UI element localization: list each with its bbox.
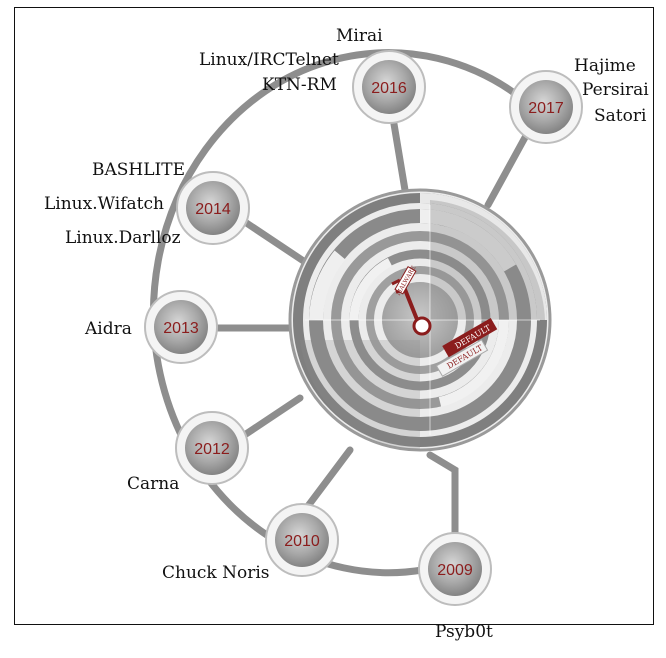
family-label-satori: Satori bbox=[594, 106, 647, 126]
family-label-bashlite: BASHLITE bbox=[92, 160, 185, 180]
family-label-ktn-rm: KTN-RM bbox=[262, 75, 337, 95]
year-node-2012: 2012 bbox=[175, 411, 249, 485]
year-node-2009: 2009 bbox=[418, 532, 492, 606]
family-label-linux-darlloz: Linux.Darlloz bbox=[65, 228, 181, 248]
spokes bbox=[208, 114, 532, 549]
spoke-2009 bbox=[426, 451, 459, 549]
family-label-mirai: Mirai bbox=[336, 26, 383, 46]
year-label: 2016 bbox=[371, 80, 407, 97]
family-label-carna: Carna bbox=[127, 474, 180, 494]
year-label: 2014 bbox=[195, 201, 231, 218]
year-label: 2017 bbox=[528, 100, 564, 117]
year-node-2010: 2010 bbox=[265, 503, 339, 577]
spoke-2012 bbox=[236, 394, 304, 442]
year-node-2014: 2014 bbox=[176, 171, 250, 245]
family-label-linux-wifatch: Linux.Wifatch bbox=[44, 194, 164, 214]
family-label-linux-irctelnet: Linux/IRCTelnet bbox=[199, 50, 339, 70]
family-label-chuck-noris: Chuck Noris bbox=[162, 563, 270, 583]
family-label-hajime: Hajime bbox=[574, 56, 636, 76]
year-label: 2009 bbox=[437, 562, 473, 579]
spoke-2014 bbox=[241, 218, 309, 266]
figure-frame bbox=[14, 7, 654, 625]
central-disk bbox=[288, 188, 552, 452]
year-node-2013: 2013 bbox=[144, 290, 218, 364]
family-label-persirai: Persirai bbox=[582, 80, 649, 100]
spoke-2016 bbox=[389, 114, 409, 194]
family-label-psyb0t: Psyb0t bbox=[435, 622, 493, 642]
spoke-2010 bbox=[301, 446, 354, 514]
year-label: 2012 bbox=[194, 441, 230, 458]
year-label: 2013 bbox=[163, 320, 199, 337]
year-node-2017: 2017 bbox=[509, 70, 583, 144]
family-label-aidra: Aidra bbox=[85, 319, 132, 339]
spoke-2017 bbox=[484, 128, 532, 209]
year-node-2016: 2016 bbox=[352, 50, 426, 124]
year-label: 2010 bbox=[284, 533, 320, 550]
